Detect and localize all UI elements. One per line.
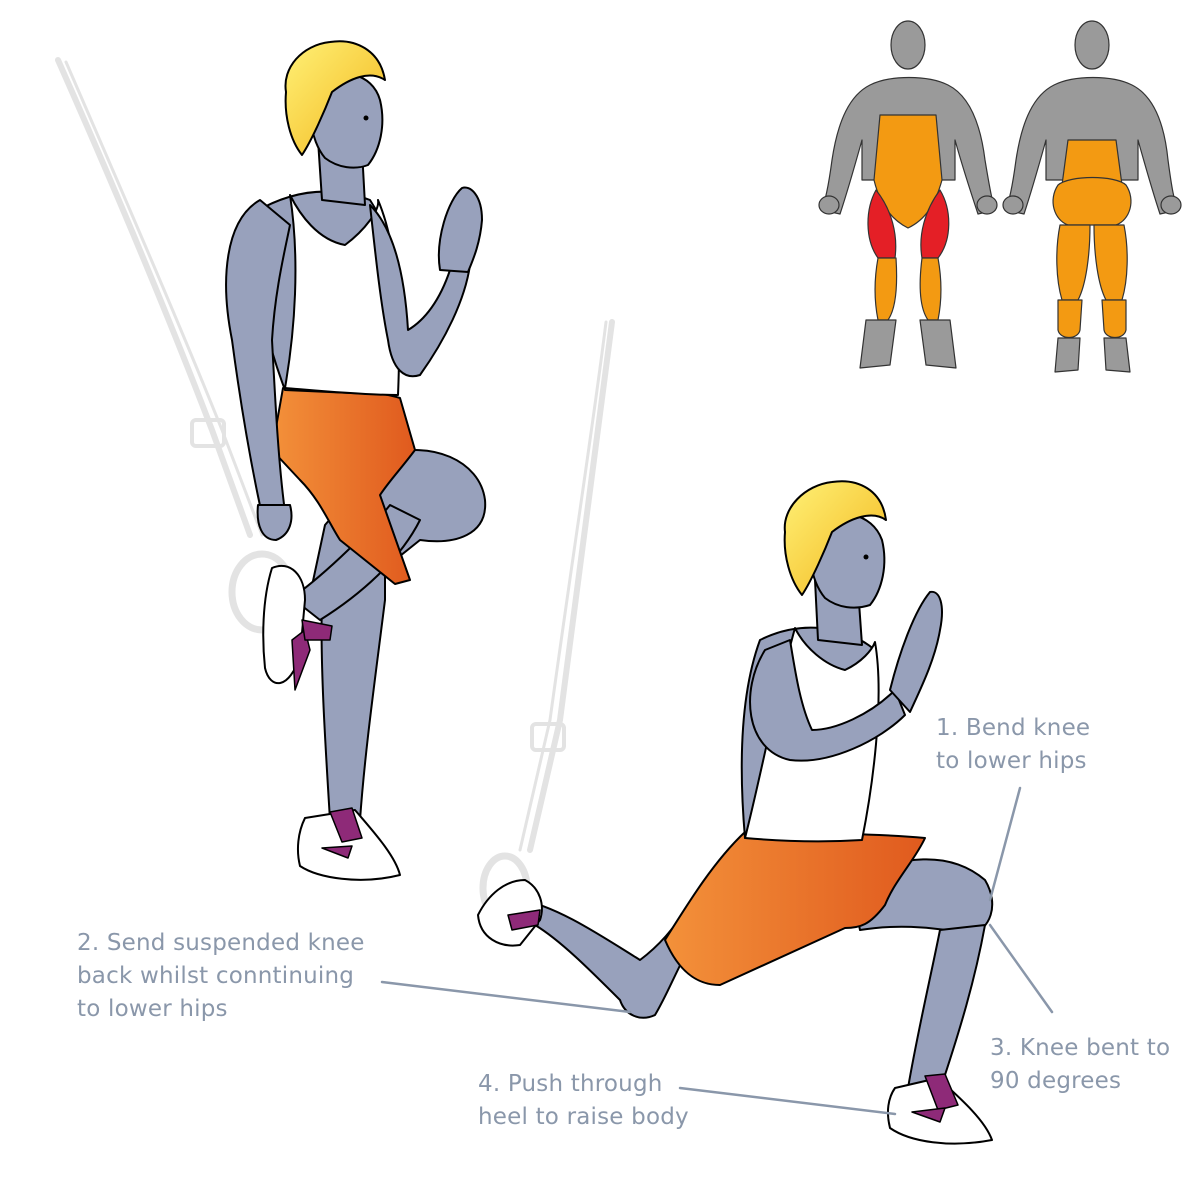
callout-line-2 <box>380 980 632 1014</box>
back-hand-left <box>1002 195 1024 215</box>
hair-lunge <box>783 480 887 596</box>
back-calves[interactable] <box>1057 299 1127 339</box>
step-3-callout: 3. Knee bent to 90 degrees <box>990 1032 1170 1098</box>
shoe-front <box>886 1073 993 1145</box>
arm-bent <box>369 204 471 378</box>
front-hand-right <box>976 195 998 215</box>
shoe-raised <box>262 564 333 691</box>
shoe-suspended <box>477 879 543 947</box>
figure-standing-knee-raised <box>225 40 487 881</box>
front-shin <box>907 924 986 1091</box>
muscle-map <box>818 20 1182 373</box>
arm-lunge <box>749 639 906 762</box>
back-feet <box>1054 337 1131 373</box>
step-2-callout: 2. Send suspended knee back whilst connt… <box>77 927 365 1026</box>
eye-lunge <box>863 554 869 560</box>
hand-down <box>256 504 293 541</box>
muscle-map-back-view <box>1002 20 1182 373</box>
callout-lines <box>380 786 1054 1116</box>
front-head <box>890 20 926 70</box>
back-glutes[interactable] <box>1052 176 1132 226</box>
back-leg <box>519 899 701 1019</box>
hand-raised <box>438 186 483 273</box>
callout-line-1 <box>988 786 1022 902</box>
front-hand-left <box>818 195 840 215</box>
step-4-line-1: 4. Push through <box>478 1071 663 1097</box>
back-head <box>1074 20 1110 70</box>
figure-lunge <box>477 480 994 1145</box>
hair-standing <box>284 40 386 156</box>
muscle-map-front-view <box>818 20 998 369</box>
step-1-callout: 1. Bend knee to lower hips <box>936 712 1090 778</box>
hands-lunge <box>889 590 943 713</box>
shoe-standing <box>296 807 401 881</box>
callout-line-3 <box>988 923 1054 1014</box>
step-1-line-2: to lower hips <box>936 748 1087 774</box>
step-2-line-2: back whilst conntinuing <box>77 963 355 989</box>
eye-standing <box>363 115 369 121</box>
callout-line-4 <box>678 1086 897 1116</box>
step-4-line-2: heel to raise body <box>478 1104 689 1130</box>
front-quad-left[interactable] <box>874 257 898 321</box>
suspension-strap-lunge <box>479 319 615 924</box>
front-lower-legs <box>859 319 957 369</box>
back-hand-right <box>1160 195 1182 215</box>
step-4-callout: 4. Push through heel to raise body <box>478 1068 689 1134</box>
step-3-line-1: 3. Knee bent to <box>990 1035 1171 1061</box>
step-1-line-1: 1. Bend knee <box>936 715 1091 741</box>
back-hamstrings[interactable] <box>1056 224 1128 301</box>
front-quad-right[interactable] <box>919 257 942 321</box>
step-2-line-3: to lower hips <box>77 996 228 1022</box>
step-3-line-2: 90 degrees <box>990 1068 1122 1094</box>
step-2-line-1: 2. Send suspended knee <box>77 930 365 956</box>
